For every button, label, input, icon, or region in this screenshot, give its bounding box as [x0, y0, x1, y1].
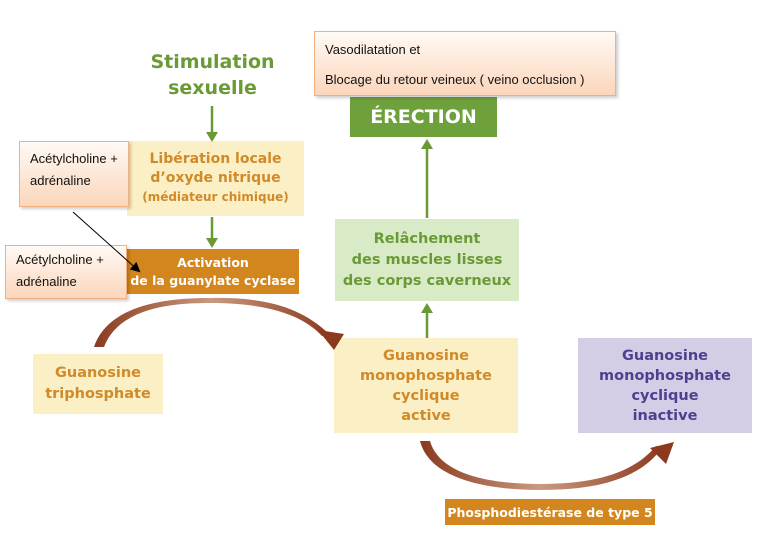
gmpc-active-line1: Guanosine — [382, 347, 470, 364]
liberation-line2: d’oxyde nitrique — [150, 170, 281, 186]
gtp-line2: triphosphate — [45, 386, 151, 402]
gtp-box: Guanosine triphosphate — [33, 354, 163, 414]
gmpc-active-line3: cyclique — [392, 387, 460, 404]
arrow-gmpc-active-to-inactive — [420, 441, 674, 490]
stimulation-title: Stimulation sexuelle — [140, 49, 285, 101]
arrow-gtp-to-gmpc — [94, 297, 344, 350]
gmpc-inactive-line1: Guanosine — [621, 347, 709, 364]
gmpc-active-line4: active — [401, 407, 451, 424]
note-top-line2: adrénaline — [30, 173, 91, 188]
gmpc-active-box: Guanosine monophosphate cyclique active — [334, 338, 518, 433]
gmpc-inactive-line2: monophosphate — [599, 367, 731, 384]
erection-box: ÉRECTION — [350, 97, 497, 137]
relachement-line3: des corps caverneux — [342, 272, 512, 289]
liberation-line1: Libération locale — [149, 151, 282, 167]
activation-line1: Activation — [177, 254, 249, 270]
activation-box: Activation de la guanylate cyclase — [127, 249, 299, 294]
stimulation-line1: Stimulation — [150, 51, 275, 73]
relachement-box: Relâchement des muscles lisses des corps… — [335, 219, 519, 301]
liberation-line3: (médiateur chimique) — [142, 190, 289, 204]
note-acetylcholine-top: Acétylcholine + adrénaline — [19, 141, 129, 207]
note-bottom-line1: Acétylcholine + — [16, 252, 104, 267]
activation-line2: de la guanylate cyclase — [130, 272, 296, 288]
arrow-stimulation-to-liberation — [206, 106, 218, 142]
pde5-label: Phosphodiestérase de type 5 — [447, 504, 653, 520]
note-acetylcholine-bottom: Acétylcholine + adrénaline — [5, 245, 127, 299]
liberation-box: Libération locale d’oxyde nitrique (médi… — [127, 141, 304, 216]
note-bottom-line2: adrénaline — [16, 274, 77, 289]
arrow-liberation-to-activation — [206, 217, 218, 248]
arrow-relachement-to-erection — [421, 139, 433, 218]
relachement-line2: des muscles lisses — [351, 251, 503, 268]
note-top-line1: Acétylcholine + — [30, 151, 118, 166]
stimulation-line2: sexuelle — [168, 77, 257, 99]
gmpc-inactive-line3: cyclique — [631, 387, 699, 404]
gmpc-active-line2: monophosphate — [360, 367, 492, 384]
note-vaso-line1: Vasodilatation et — [325, 42, 421, 57]
gmpc-inactive-line4: inactive — [632, 407, 698, 424]
note-vaso-line2: Blocage du retour veineux ( veino occlus… — [325, 72, 585, 87]
note-vasodilatation: Vasodilatation et Blocage du retour vein… — [314, 31, 616, 96]
arrow-acetylcholine-to-activation — [72, 211, 141, 273]
arrow-gmpc-to-relachement — [421, 303, 433, 338]
pde5-box: Phosphodiestérase de type 5 — [445, 499, 655, 525]
gtp-line1: Guanosine — [54, 365, 142, 381]
gmpc-inactive-box: Guanosine monophosphate cyclique inactiv… — [578, 338, 752, 433]
erection-label: ÉRECTION — [370, 106, 477, 128]
relachement-line1: Relâchement — [373, 230, 481, 247]
